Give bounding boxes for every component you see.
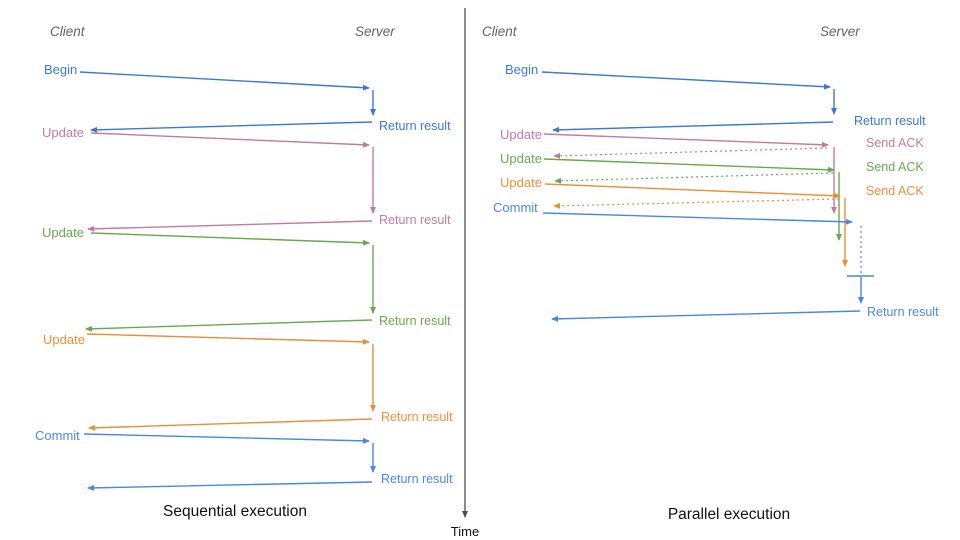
panel-caption: Sequential execution — [163, 503, 307, 520]
response-label: Send ACK — [866, 160, 924, 174]
response-label: Return result — [379, 213, 451, 227]
response-arrow — [85, 319, 373, 332]
message-label: Update — [500, 127, 542, 142]
response-arrow — [88, 418, 373, 431]
request-arrow — [542, 212, 853, 225]
message-label: Commit — [493, 200, 538, 215]
response-arrow — [87, 220, 373, 232]
message-label: Update — [42, 225, 84, 240]
response-arrow — [87, 481, 373, 491]
par-message-update1: Update Send ACK — [500, 127, 924, 214]
seq-message-commit: Commit Return result — [35, 428, 453, 491]
request-arrow — [86, 333, 370, 345]
seq-message-update2: Update Return result — [42, 225, 451, 332]
ack-arrow-dotted — [553, 147, 828, 159]
response-arrow — [551, 310, 861, 322]
request-arrow — [90, 132, 370, 148]
response-label: Return result — [379, 119, 451, 133]
request-arrow — [543, 158, 835, 173]
response-label: Return result — [854, 114, 926, 128]
message-label: Begin — [505, 62, 538, 77]
request-arrow — [544, 183, 841, 199]
response-label: Return result — [867, 305, 939, 319]
response-label: Send ACK — [866, 136, 924, 150]
server-header: Server — [820, 24, 860, 39]
request-arrow — [83, 433, 370, 444]
message-label: Update — [42, 125, 84, 140]
request-arrow — [543, 133, 829, 148]
request-arrow — [79, 71, 370, 91]
time-axis-label: Time — [451, 524, 479, 539]
response-label: Send ACK — [866, 184, 924, 198]
message-label: Begin — [44, 62, 77, 77]
panel-caption: Parallel execution — [668, 506, 790, 523]
ack-arrow-dotted — [554, 172, 834, 184]
par-message-begin: Begin Return result — [505, 62, 926, 133]
client-header: Client — [482, 24, 518, 39]
seq-message-update1: Update Return result — [42, 125, 451, 232]
client-header: Client — [50, 24, 86, 39]
par-message-update2: Update Send ACK — [500, 151, 924, 241]
time-axis: Time — [451, 8, 479, 539]
ack-arrow-dotted — [553, 198, 840, 209]
response-label: Return result — [379, 314, 451, 328]
seq-message-update3: Update Return result — [43, 332, 453, 431]
response-label: Return result — [381, 410, 453, 424]
par-message-update3: Update Send ACK — [500, 175, 924, 267]
request-arrow — [90, 232, 370, 246]
panel-sequential: Client Server Begin Return result Update… — [35, 24, 453, 520]
message-label: Update — [500, 151, 542, 166]
request-arrow — [541, 71, 831, 90]
response-arrow — [552, 121, 834, 133]
message-label: Update — [500, 175, 542, 190]
response-arrow — [90, 121, 373, 133]
panel-parallel: Client Server Begin Return result Update… — [482, 24, 939, 523]
message-label: Update — [43, 332, 85, 347]
seq-message-begin: Begin Return result — [44, 62, 451, 133]
server-header: Server — [355, 24, 395, 39]
response-label: Return result — [381, 472, 453, 486]
message-label: Commit — [35, 428, 80, 443]
par-message-commit: Commit Return result — [493, 200, 939, 322]
